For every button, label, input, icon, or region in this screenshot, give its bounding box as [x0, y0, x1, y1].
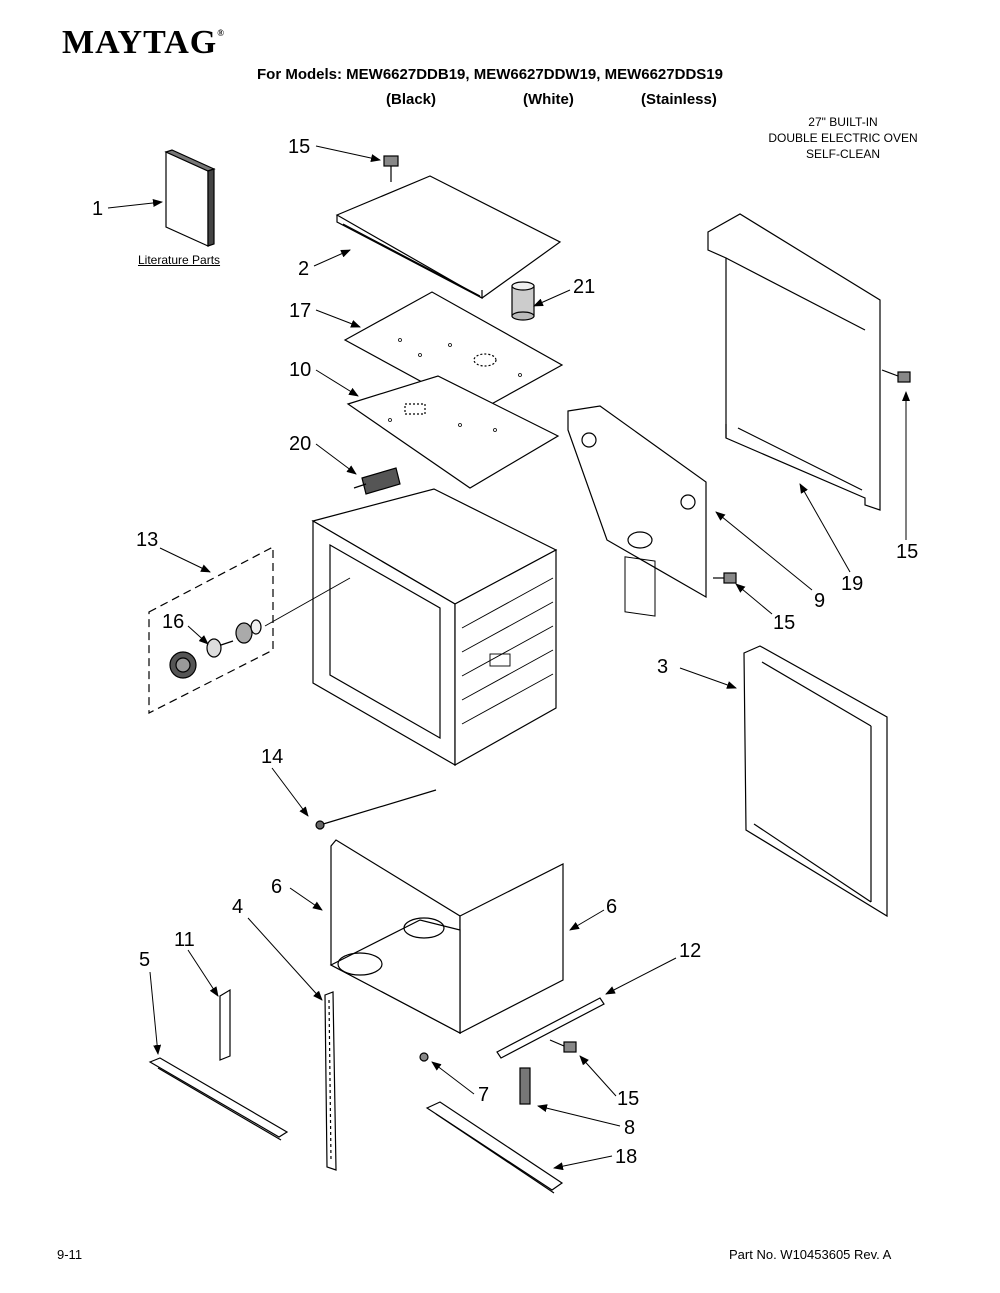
- side-panel-part: [743, 645, 888, 918]
- screw-bottom-part: [549, 1039, 577, 1053]
- callout-7: 7: [478, 1084, 490, 1106]
- callout-8: 8: [624, 1117, 636, 1139]
- callout-20: 20: [289, 433, 312, 455]
- terminal-block-part: [353, 467, 401, 495]
- callout-15-top: 15: [288, 136, 311, 158]
- rear-panel-part: [567, 405, 707, 617]
- switch-part: [206, 638, 234, 658]
- footer-date: 9-11: [57, 1247, 83, 1262]
- trim-18-part: [425, 1101, 564, 1194]
- callout-15-right: 15: [896, 541, 919, 563]
- variant-black: (Black): [386, 91, 437, 108]
- product-line-3: SELF-CLEAN: [805, 147, 881, 161]
- callout-18: 18: [615, 1146, 638, 1168]
- callout-14: 14: [261, 746, 284, 768]
- vertical-trim-part: [324, 991, 337, 1171]
- callout-15-bottom: 15: [617, 1088, 640, 1110]
- callout-6-right: 6: [606, 896, 618, 918]
- variant-white: (White): [523, 91, 574, 108]
- product-line-1: 27" BUILT-IN: [808, 115, 878, 129]
- screw-top-part: [383, 155, 399, 182]
- brand-logo: MAYTAG®: [62, 24, 225, 61]
- callout-1: 1: [92, 198, 104, 220]
- leader-arrows: [107, 145, 910, 1171]
- bushing-part: [235, 619, 262, 644]
- rod-14-part: [315, 789, 437, 830]
- bottom-base-part: [329, 839, 564, 1034]
- literature-parts-label: Literature Parts: [138, 253, 221, 267]
- callout-13: 13: [136, 529, 159, 551]
- callout-10: 10: [289, 359, 312, 381]
- insulation-panel-10-part: [346, 375, 560, 489]
- screw-right-part: [881, 369, 911, 383]
- knob-part: [169, 651, 197, 679]
- callout-2: 2: [298, 258, 310, 280]
- callout-5: 5: [139, 949, 151, 971]
- cylinder-part: [511, 281, 535, 321]
- oven-cavity-part: [264, 488, 558, 767]
- footer-part-number: Part No. W10453605 Rev. A: [729, 1247, 892, 1262]
- variant-stainless: (Stainless): [641, 91, 717, 108]
- nut-part: [419, 1052, 429, 1062]
- bracket-11-part: [219, 988, 231, 1061]
- callout-12: 12: [679, 940, 702, 962]
- callout-21: 21: [573, 276, 596, 298]
- callout-11: 11: [174, 929, 195, 951]
- callout-9: 9: [814, 590, 826, 612]
- clip-part: [519, 1067, 531, 1105]
- callout-16: 16: [162, 611, 185, 633]
- callout-19: 19: [841, 573, 864, 595]
- models-line: For Models: MEW6627DDB19, MEW6627DDW19, …: [257, 66, 723, 83]
- product-description: 27" BUILT-IN DOUBLE ELECTRIC OVEN SELF-C…: [718, 114, 968, 162]
- product-line-2: DOUBLE ELECTRIC OVEN: [768, 131, 918, 145]
- literature-booklet-part: [164, 149, 216, 247]
- screw-mid-part: [713, 572, 737, 584]
- callout-17: 17: [289, 300, 312, 322]
- top-vent-panel-part: [335, 175, 562, 299]
- callout-4: 4: [232, 896, 244, 918]
- knob-assembly-group: [148, 546, 274, 714]
- callout-6-left: 6: [271, 876, 283, 898]
- rod-12-part: [496, 997, 605, 1059]
- outer-wrapper-part: [707, 213, 881, 511]
- trim-5-part: [148, 1057, 289, 1141]
- callout-3: 3: [657, 656, 669, 678]
- callout-15-mid: 15: [773, 612, 796, 634]
